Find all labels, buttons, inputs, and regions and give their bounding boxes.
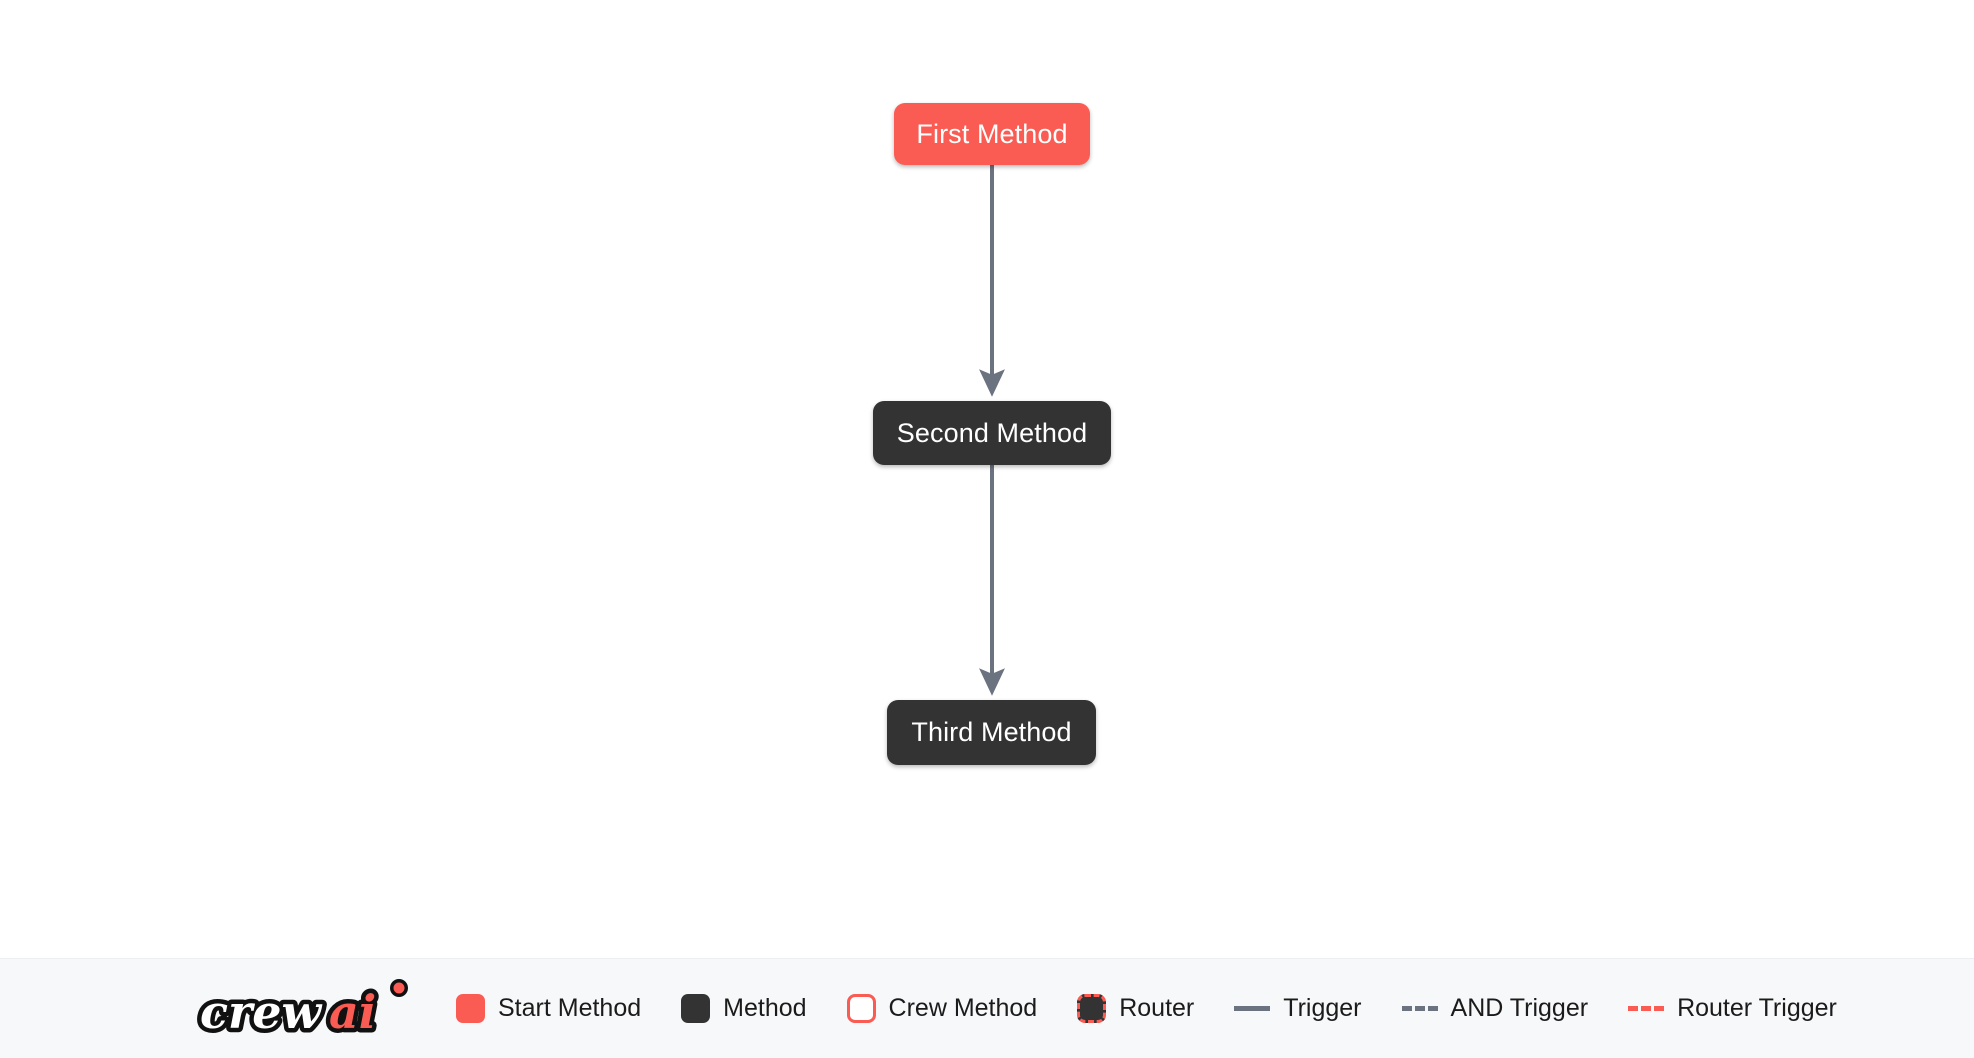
flow-node-third-method[interactable]: Third Method [887,700,1096,765]
legend-label: Start Method [498,994,642,1022]
crew-method-swatch-icon [846,994,876,1023]
flow-node-label: First Method [916,118,1068,149]
and-trigger-line-icon [1401,1006,1438,1011]
legend-label: Trigger [1283,994,1362,1022]
crewai-logo: crew crew ai ai [196,978,408,1042]
crewai-logo-dot [393,982,405,993]
crewai-logo-outline-primary: crew [200,985,323,1039]
router-trigger-line-icon [1628,1006,1665,1011]
crewai-logo-text-primary: crew [200,985,323,1039]
flow-node-label: Third Method [911,717,1072,747]
flow-canvas[interactable]: First Method Second Method Third Method [0,0,1974,958]
legend-item-method: Method [681,994,807,1023]
method-swatch-icon [681,994,711,1023]
legend-bar: crew crew ai ai Start Method Method Crew… [0,958,1974,1058]
crewai-logo-outline-accent: ai [329,985,376,1039]
crewai-logo-text-accent: ai [329,985,376,1039]
legend-item-and-trigger: AND Trigger [1401,994,1589,1023]
legend-item-trigger: Trigger [1234,994,1362,1023]
legend-items: Start Method Method Crew Method Router T… [456,994,1837,1023]
legend-item-router: Router [1077,994,1194,1023]
legend-label: Router [1119,994,1195,1022]
legend-item-crew-method: Crew Method [846,994,1038,1023]
legend-item-router-trigger: Router Trigger [1628,994,1837,1023]
legend-label: Crew Method [888,994,1038,1022]
flow-node-label: Second Method [896,417,1088,448]
router-swatch-icon [1077,994,1107,1023]
legend-label: AND Trigger [1450,994,1589,1022]
legend-item-start-method: Start Method [456,994,641,1023]
start-method-swatch-icon [456,994,485,1023]
edge-layer [979,165,1005,696]
legend-label: Router Trigger [1677,994,1837,1022]
flow-node-second-method[interactable]: Second Method [873,401,1111,465]
trigger-line-icon [1234,1006,1271,1011]
flow-node-first-method[interactable]: First Method [894,103,1090,165]
legend-label: Method [723,994,807,1022]
